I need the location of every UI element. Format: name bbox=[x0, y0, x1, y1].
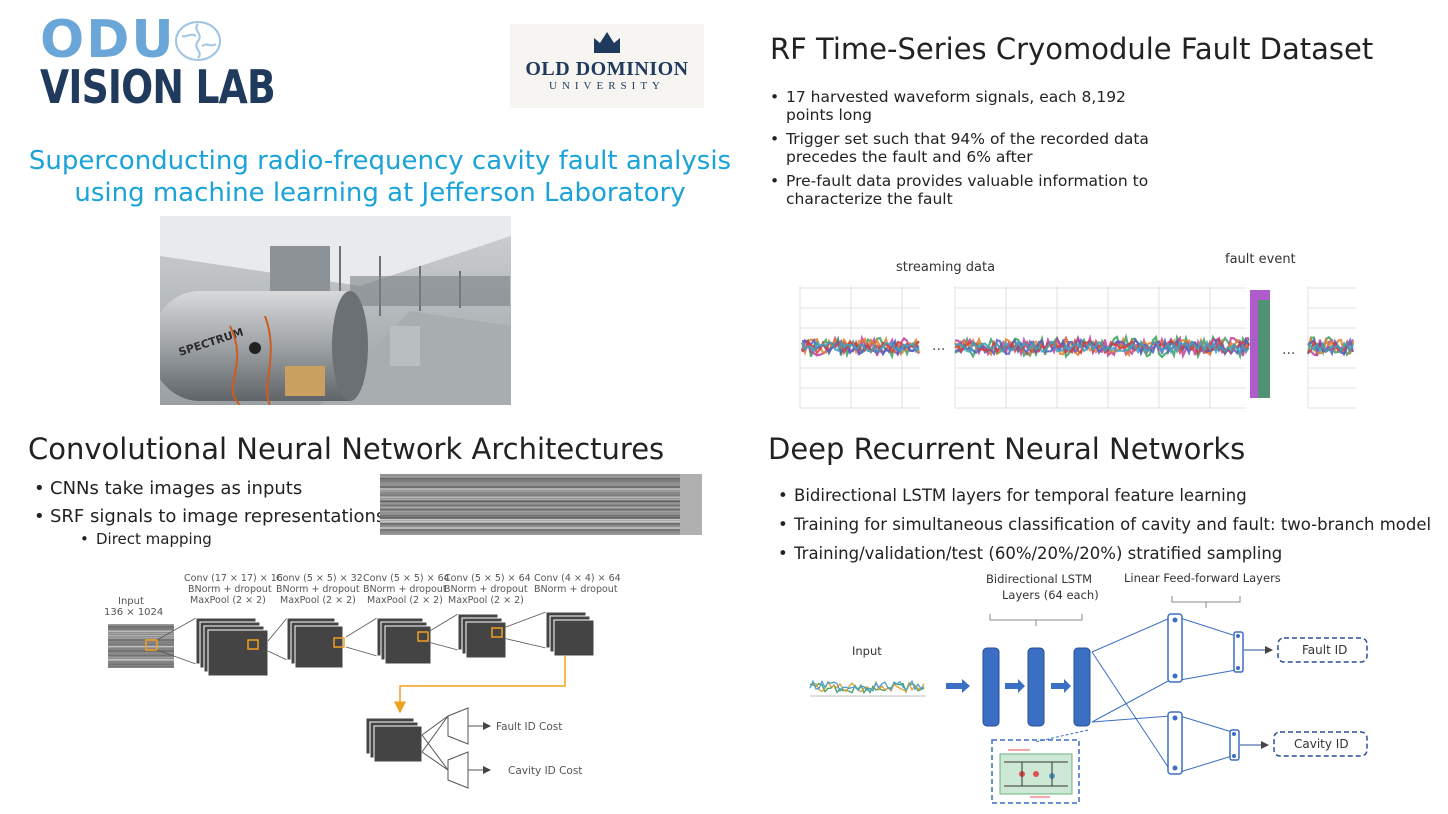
rnn-bullet-list: Bidirectional LSTM layers for temporal f… bbox=[778, 486, 1431, 573]
svg-text:MaxPool (2 × 2): MaxPool (2 × 2) bbox=[190, 595, 266, 606]
subtitle-line-1: Superconducting radio-frequency cavity f… bbox=[28, 146, 732, 176]
cnn-sub-bullet: Direct mapping bbox=[80, 530, 212, 548]
cnn-section-title: Convolutional Neural Network Architectur… bbox=[28, 432, 665, 466]
rf-bullet: Trigger set such that 94% of the recorde… bbox=[770, 130, 1150, 166]
svg-text:Conv (5 × 5) × 32: Conv (5 × 5) × 32 bbox=[276, 573, 363, 584]
rnn-bullet: Bidirectional LSTM layers for temporal f… bbox=[778, 486, 1431, 506]
cnn-bullet: CNNs take images as inputs bbox=[34, 478, 385, 500]
cnn-layer-3-labels: Conv (5 × 5) × 64 BNorm + dropout MaxPoo… bbox=[363, 573, 450, 606]
cnn-layer-4-labels: Conv (5 × 5) × 64 BNorm + dropout MaxPoo… bbox=[444, 573, 531, 606]
label-fault-event: fault event bbox=[1225, 252, 1296, 267]
university-name: OLD DOMINION bbox=[525, 58, 689, 80]
rf-bullet: 17 harvested waveform signals, each 8,19… bbox=[770, 88, 1150, 124]
svg-text:Conv (5 × 5) × 64: Conv (5 × 5) × 64 bbox=[363, 573, 450, 584]
cnn-input-image bbox=[108, 624, 174, 668]
page-subtitle: Superconducting radio-frequency cavity f… bbox=[20, 145, 740, 209]
cnn-sub-bullet-list: Direct mapping bbox=[80, 530, 212, 548]
rnn-input-signal bbox=[809, 679, 926, 697]
lstm-layers bbox=[982, 647, 1091, 727]
rnn-input-label: Input bbox=[852, 644, 882, 658]
svg-text:MaxPool (2 × 2): MaxPool (2 × 2) bbox=[448, 595, 524, 606]
lstm-label-1: Bidirectional LSTM bbox=[986, 572, 1092, 586]
cnn-input-size: 136 × 1024 bbox=[104, 607, 163, 618]
cavity-id-output-box bbox=[1273, 731, 1368, 757]
svg-text:BNorm + dropout: BNorm + dropout bbox=[363, 584, 447, 595]
cavity-id-cost-label: Cavity ID Cost bbox=[508, 765, 582, 777]
svg-text:MaxPool (2 × 2): MaxPool (2 × 2) bbox=[367, 595, 443, 606]
rnn-bullet: Training for simultaneous classification… bbox=[778, 515, 1431, 535]
ff-label: Linear Feed-forward Layers bbox=[1124, 571, 1281, 585]
fault-id-cost-label: Fault ID Cost bbox=[496, 721, 562, 733]
cnn-diagram: Input 136 × 1024 Conv (17 × 17) × 16 BNo… bbox=[104, 573, 621, 789]
rnn-bullet: Training/validation/test (60%/20%/20%) s… bbox=[778, 544, 1431, 564]
cnn-layer-1-labels: Conv (17 × 17) × 16 BNorm + dropout MaxP… bbox=[184, 573, 283, 606]
svg-text:Conv (17 × 17) × 16: Conv (17 × 17) × 16 bbox=[184, 573, 283, 584]
rnn-flow-arrows bbox=[946, 679, 1071, 693]
rf-bullet-list: 17 harvested waveform signals, each 8,19… bbox=[770, 88, 1150, 214]
lab-logo-vision-lab: VISION LAB bbox=[40, 60, 276, 114]
university-sub: UNIVERSITY bbox=[549, 80, 665, 92]
cnn-layer-5-labels: Conv (4 × 4) × 64 BNorm + dropout bbox=[534, 573, 621, 595]
cnn-output-heads bbox=[421, 707, 491, 789]
svg-text:BNorm + dropout: BNorm + dropout bbox=[188, 584, 272, 595]
cnn-bullet: SRF signals to image representations bbox=[34, 506, 385, 528]
ellipsis-1: ... bbox=[932, 338, 945, 354]
label-streaming-data: streaming data bbox=[896, 260, 995, 275]
cnn-layer-2-labels: Conv (5 × 5) × 32 BNorm + dropout MaxPoo… bbox=[276, 573, 363, 606]
cnn-output-stack bbox=[365, 717, 423, 763]
rnn-diagram: Bidirectional LSTM Layers (64 each) Line… bbox=[809, 571, 1368, 804]
svg-text:BNorm + dropout: BNorm + dropout bbox=[534, 584, 618, 595]
rf-section-title: RF Time-Series Cryomodule Fault Dataset bbox=[770, 32, 1374, 66]
university-logo: OLD DOMINION UNIVERSITY bbox=[510, 24, 704, 108]
rnn-connections bbox=[1034, 617, 1237, 773]
ff-layers bbox=[1167, 613, 1244, 775]
accelerator-photo: SPECTRUM bbox=[160, 216, 511, 405]
crown-icon bbox=[594, 32, 620, 53]
svg-text:Conv (4 × 4) × 64: Conv (4 × 4) × 64 bbox=[534, 573, 621, 584]
svg-text:MaxPool (2 × 2): MaxPool (2 × 2) bbox=[280, 595, 356, 606]
svg-text:BNorm + dropout: BNorm + dropout bbox=[444, 584, 528, 595]
lstm-cell-detail bbox=[991, 739, 1080, 804]
signal-image-representation bbox=[380, 474, 702, 535]
subtitle-line-2: using machine learning at Jefferson Labo… bbox=[74, 178, 686, 208]
cnn-input-label: Input bbox=[118, 596, 144, 607]
rf-bullet: Pre-fault data provides valuable informa… bbox=[770, 172, 1150, 208]
svg-text:BNorm + dropout: BNorm + dropout bbox=[276, 584, 360, 595]
rnn-section-title: Deep Recurrent Neural Networks bbox=[768, 432, 1246, 466]
fault-id-label: Fault ID bbox=[1302, 643, 1347, 657]
cnn-flow-arrow bbox=[394, 656, 566, 714]
svg-text:Conv (5 × 5) × 64: Conv (5 × 5) × 64 bbox=[444, 573, 531, 584]
ff-layer-nodes bbox=[1172, 617, 1240, 771]
lab-logo-odu: ODU bbox=[40, 10, 176, 70]
cnn-bullet-list: CNNs take images as inputs SRF signals t… bbox=[34, 478, 385, 534]
ellipsis-2: ... bbox=[1282, 342, 1295, 358]
cavity-id-label: Cavity ID bbox=[1294, 737, 1349, 751]
lstm-label-2: Layers (64 each) bbox=[1002, 588, 1099, 602]
brain-icon bbox=[175, 21, 221, 61]
fault-id-output-box bbox=[1277, 637, 1368, 663]
rf-waveform-plot: streaming data fault event ... ... bbox=[799, 252, 1356, 409]
